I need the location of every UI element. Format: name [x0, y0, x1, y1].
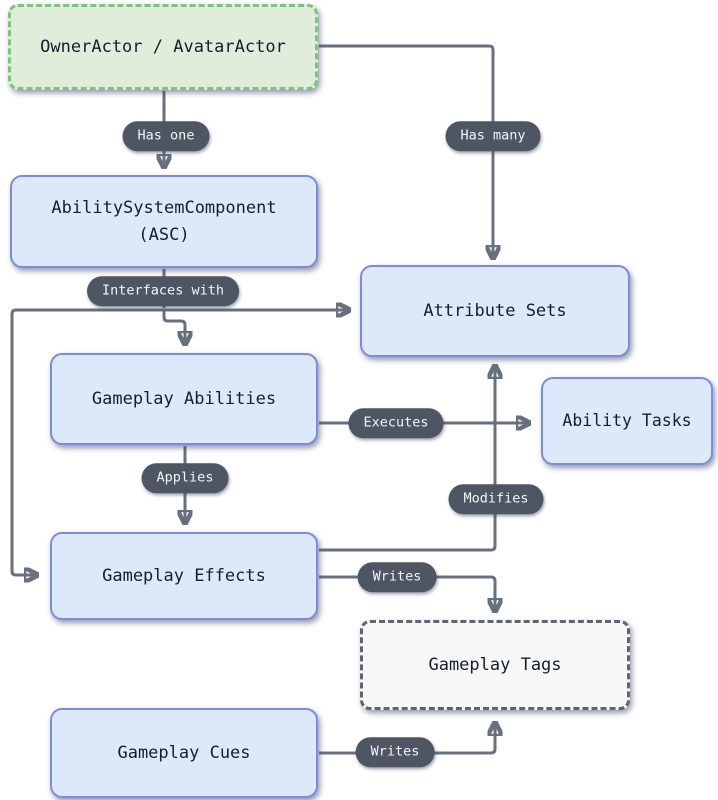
node-gameplay-cues-label: Gameplay Cues — [117, 742, 251, 763]
edge-interfaces-to-gameplay-effects — [10, 308, 164, 575]
node-ability-tasks: Ability Tasks — [541, 377, 713, 465]
edge-label-modifies: Modifies — [448, 484, 544, 514]
edge-label-applies: Applies — [141, 463, 229, 493]
node-gameplay-effects: Gameplay Effects — [50, 532, 318, 620]
node-attribute-sets: Attribute Sets — [360, 265, 630, 357]
edge-has-many — [319, 44, 493, 257]
edge-writes-effects — [319, 575, 495, 610]
node-ability-system-component: AbilitySystemComponent (ASC) — [10, 175, 318, 268]
node-owner-actor: OwnerActor / AvatarActor — [8, 4, 318, 90]
node-gameplay-tags-label: Gameplay Tags — [428, 654, 562, 675]
node-asc-label: AbilitySystemComponent — [51, 198, 277, 219]
edge-writes-cues — [319, 724, 495, 755]
edge-modifies — [319, 367, 495, 552]
node-gameplay-abilities-label: Gameplay Abilities — [91, 388, 277, 409]
edge-label-executes: Executes — [348, 408, 444, 438]
node-gameplay-effects-label: Gameplay Effects — [102, 565, 266, 586]
node-attribute-sets-label: Attribute Sets — [423, 300, 567, 321]
edge-label-writes-effects: Writes — [357, 562, 437, 592]
edge-label-interfaces-with: Interfaces with — [87, 276, 239, 306]
node-gameplay-abilities: Gameplay Abilities — [50, 353, 318, 445]
node-gameplay-tags: Gameplay Tags — [360, 620, 630, 710]
edge-label-has-one: Has one — [122, 121, 210, 151]
edge-interfaces-to-gameplay-abilities — [162, 310, 185, 343]
node-ability-tasks-label: Ability Tasks — [562, 411, 692, 431]
edge-label-has-many: Has many — [445, 121, 541, 151]
node-asc-sublabel: (ASC) — [138, 224, 190, 245]
node-owner-actor-label: OwnerActor / AvatarActor — [40, 36, 286, 57]
edge-label-writes-cues: Writes — [355, 737, 435, 767]
node-gameplay-cues: Gameplay Cues — [50, 708, 318, 798]
